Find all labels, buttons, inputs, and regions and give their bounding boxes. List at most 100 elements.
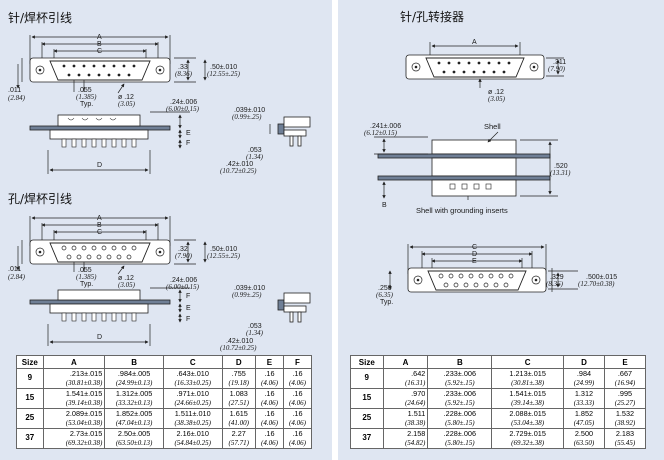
dimension-cell: 1.312(33.33) [562,388,605,409]
dim-12-1: ø .12 [118,94,134,101]
r-dim-311: .311 [553,59,566,66]
dimension-cell: .984(24.99) [562,368,605,389]
inch-value: 2.088±.015 [509,409,546,418]
size-cell: 9 [16,368,44,389]
inch-value: 2.158 [407,429,426,438]
connector-front-view-2 [29,239,171,265]
mm-value: (19.18) [228,378,249,387]
inch-value: 1.852 [574,409,594,418]
dim-055mm-2: (1.385) [76,273,97,281]
dim-039mm-1: (0.99±.25) [232,113,262,121]
inch-value: .984±.005 [117,369,151,378]
dimension-cell: .16(4.06) [254,388,284,409]
mm-value: (16.94) [614,378,636,387]
inch-value: 1.852±.005 [115,409,153,418]
dim-039-1: .039±.010 [234,107,265,114]
inch-value: .16 [292,389,303,398]
dimension-cell: 2.500(63.50) [562,428,605,449]
connector-end-view-1 [269,116,311,147]
inch-value: .16 [264,429,275,438]
size-cell: 25 [350,408,384,429]
r-dim-B: B [382,202,387,209]
dim-D-2: D [97,334,102,341]
typ-2: Typ. [80,281,93,288]
dim-33: .33 [178,64,188,71]
mm-value: (38.92) [614,418,636,427]
right-panel: 针/孔转接器 A .311 (7.90) ø .12 (3.05) [338,0,664,460]
col-header-b: B [104,355,164,369]
dimension-cell: .16(4.06) [282,408,313,429]
dim-32mm: (7.90) [175,252,193,260]
dim-053-2: .053 [248,323,262,330]
dim-33mm: (8.36) [175,70,193,78]
inch-value: .643±.010 [176,369,209,378]
table-row: 15.970(24.64).233±.006(5.92±.15)1.541±.0… [350,388,647,409]
mm-value: (38.38) [404,418,426,427]
connector-side-view-1 [29,114,171,148]
r-dim-241mm: (6.12±0.15) [364,129,398,137]
mm-value: (41.00) [228,418,249,427]
inch-value: 1.541±.015 [65,389,103,398]
dim-053mm-2: (1.34) [246,329,264,337]
dimension-cell: 2.729±.015(69.32±.38) [491,428,564,449]
mm-value: (4.06) [261,418,278,427]
r-dim-520: .520 [554,163,568,170]
panel-divider [332,0,338,460]
dim-lines-side1 [16,57,207,94]
dim-24-2: .24±.006 [170,277,197,284]
dim-F-2a: F [186,293,190,300]
dim-055-1: .055 [78,87,92,94]
mm-value: (25.27) [614,398,636,407]
mm-value: (69.32±0.38) [65,438,103,447]
dim-A-2: A [97,215,102,222]
dim-E-1: E [186,130,191,137]
dimension-cell: 2.158(54.82) [382,428,429,449]
dim-039mm-2: (0.99±.25) [232,291,262,299]
dim-24mm-2: (6.00±0.15) [166,283,200,291]
dim-011mm-1: (2.84) [8,94,26,102]
mm-value: (24.99±0.13) [115,378,153,387]
dim-12-2: ø .12 [118,275,134,282]
dim-053mm-1: (1.34) [246,153,264,161]
mm-value: (33.32±0.13) [115,398,153,407]
section1-title: 针/焊杯引线 [8,10,72,25]
inch-value: 2.183 [615,429,635,438]
r-dim-250: .250 [378,285,392,292]
inch-value: .16 [264,409,275,418]
inch-value: .995 [617,389,633,398]
mm-value: (5.92±.15) [445,398,475,407]
size-cell: 37 [350,428,384,449]
dim-24-1: .24±.006 [170,99,197,106]
r-dim-500: .500±.015 [586,274,617,281]
inch-value: 1.541±.015 [509,389,546,398]
inch-value: 1.511 [407,409,426,418]
left-diagrams: 针/焊杯引线 A B C .011 (2.84) .055 (1.385) Ty… [8,10,311,352]
r-dim-329mm: (8.36) [546,280,564,288]
dimension-cell: .233±.006(5.92±.15) [427,368,493,389]
mm-value: (27.51) [228,398,249,407]
inch-value: .233±.006 [443,369,477,378]
inch-value: 1.083 [229,389,248,398]
dimension-cell: .233±.006(5.92±.15) [427,388,493,409]
mm-value: (24.66±0.25) [174,398,211,407]
dim-011-2: .011 [8,266,21,273]
inch-value: 1.213±.015 [509,369,546,378]
dimension-cell: 2.50±.005(63.50±0.13) [104,428,164,449]
dimension-cell: .971±.010(24.66±0.25) [162,388,223,409]
dimension-cell: 1.541±.015(39.14±.38) [491,388,564,409]
mm-value: (4.06) [261,378,278,387]
mm-value: (4.06) [289,438,306,447]
adapter-front-view-socket [407,267,547,293]
inch-value: .971±.010 [176,389,209,398]
col-header-e: E [254,355,284,369]
dim-42mm-1: (10.72±0.25) [220,167,257,175]
dim-039-2: .039±.010 [234,285,265,292]
inch-value: .228±.006 [443,429,477,438]
connector-end-view-2 [277,292,311,323]
inch-value: 2.73±.015 [69,429,103,438]
